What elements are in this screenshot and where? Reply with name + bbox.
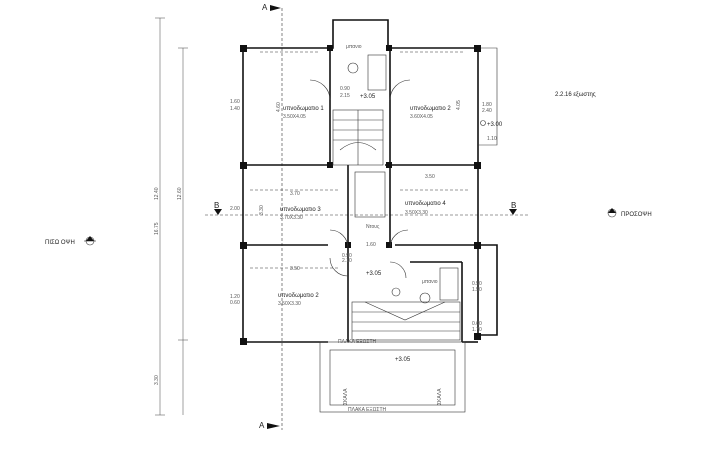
room-bedroom1-size: 3.50X4.05 xyxy=(283,114,306,120)
dim-w1b: 1.40 xyxy=(230,106,240,112)
bathtub-top xyxy=(367,54,387,91)
dim-w20: 0.60 xyxy=(230,300,240,306)
section-arrow-bottom xyxy=(267,423,280,429)
toilet-top xyxy=(347,62,359,74)
dim-w21: 2.00 xyxy=(230,206,240,212)
sink-lower xyxy=(391,287,401,297)
section-label-b-right: B xyxy=(511,201,516,210)
balcony xyxy=(319,341,466,413)
dim-w12: 1.70 xyxy=(472,327,482,333)
room-bath-name: μπανιο xyxy=(422,279,438,285)
section-label-bottom: A xyxy=(259,421,265,430)
section-arrow-b-left xyxy=(214,209,222,215)
dim-w2b: 2.15 xyxy=(340,93,350,99)
room-wc-top-name: μπανιο xyxy=(346,44,362,50)
dim-w1: 1.60 xyxy=(230,99,240,105)
rear-view-label: ΠΙΣΩ ΟΨΗ xyxy=(45,240,75,246)
dim-w14: 1.50 xyxy=(472,287,482,293)
dim-w5: 3.70 xyxy=(290,191,300,197)
staircase-lower xyxy=(351,301,461,341)
dim-w9: 0.90 xyxy=(342,253,352,259)
dim-w8: 1.60 xyxy=(366,242,376,248)
balcony-bottom-label: ΠΛΑΚΑ ΕΞΩΣΤΗ xyxy=(348,407,387,413)
dim-w11: 0.60 xyxy=(472,321,482,327)
bathtub-lower xyxy=(439,267,459,301)
room-bedroom4-name: υπνοδωματιο 4 xyxy=(405,201,446,207)
dim-w10: 2.10 xyxy=(342,258,352,264)
dim-w17: 1.10 xyxy=(487,136,497,142)
section-arrow-b-right xyxy=(509,209,517,215)
dim-mid-height: 12.60 xyxy=(177,187,183,200)
section-label-b-left: B xyxy=(214,201,219,210)
dim-w13: 0.50 xyxy=(472,281,482,287)
room-bedroom2-name: υπνοδωματιο 2 xyxy=(410,106,451,112)
section-label-top: A xyxy=(262,3,268,12)
level-balcony: +3.00 xyxy=(487,122,503,128)
room-hall-name: Ντους xyxy=(366,224,380,230)
shower xyxy=(354,171,386,218)
balcony-top-label: ΠΛΑΚΑ ΕΞΩΣΤΗ xyxy=(338,339,377,345)
dim-w7: 3.30 xyxy=(259,205,265,215)
dim-w6: 3.50 xyxy=(425,174,435,180)
dim-w19: 1.20 xyxy=(230,294,240,300)
level-top: +3.05 xyxy=(360,94,376,100)
dim-w15: 1.80 xyxy=(482,102,492,108)
section-arrow-top xyxy=(270,5,281,11)
dim-w16: 2.40 xyxy=(482,108,492,114)
dim-upper-total: 12.40 xyxy=(154,187,160,200)
dim-w3: 4.60 xyxy=(276,102,282,112)
room-bedroom4-size: 3.50X3.30 xyxy=(405,210,428,216)
room-bedroom5-size: 3.50X3.30 xyxy=(278,301,301,307)
level-mid: +3.05 xyxy=(366,271,382,277)
level-bottom: +3.05 xyxy=(395,357,411,363)
room-bedroom3-name: υπνοδωματιο 3 xyxy=(280,207,321,213)
balcony-right-label: ΣΚΑΛΑ xyxy=(437,388,443,405)
dim-total-height: 16.75 xyxy=(154,222,160,235)
page-label: 2.2.16 εξωστης xyxy=(555,92,596,98)
toilet-lower xyxy=(419,292,431,304)
front-view-label: ΠΡΟΣΟΨΗ xyxy=(621,212,652,218)
dim-w18: 3.50 xyxy=(290,266,300,272)
room-bedroom3-size: 3.70X3.30 xyxy=(280,215,303,221)
dim-w2: 0.90 xyxy=(340,86,350,92)
balcony-left-label: ΣΚΑΛΑ xyxy=(343,388,349,405)
dim-lower-height: 3.30 xyxy=(154,375,160,385)
room-bedroom2-size: 3.60X4.05 xyxy=(410,114,433,120)
level-marker-icon xyxy=(480,120,486,126)
dim-w4: 4.05 xyxy=(456,100,462,110)
room-bedroom5-name: υπνοδωματιο 2 xyxy=(278,293,319,299)
room-bedroom1-name: υπνοδωματιο 1 xyxy=(283,106,324,112)
